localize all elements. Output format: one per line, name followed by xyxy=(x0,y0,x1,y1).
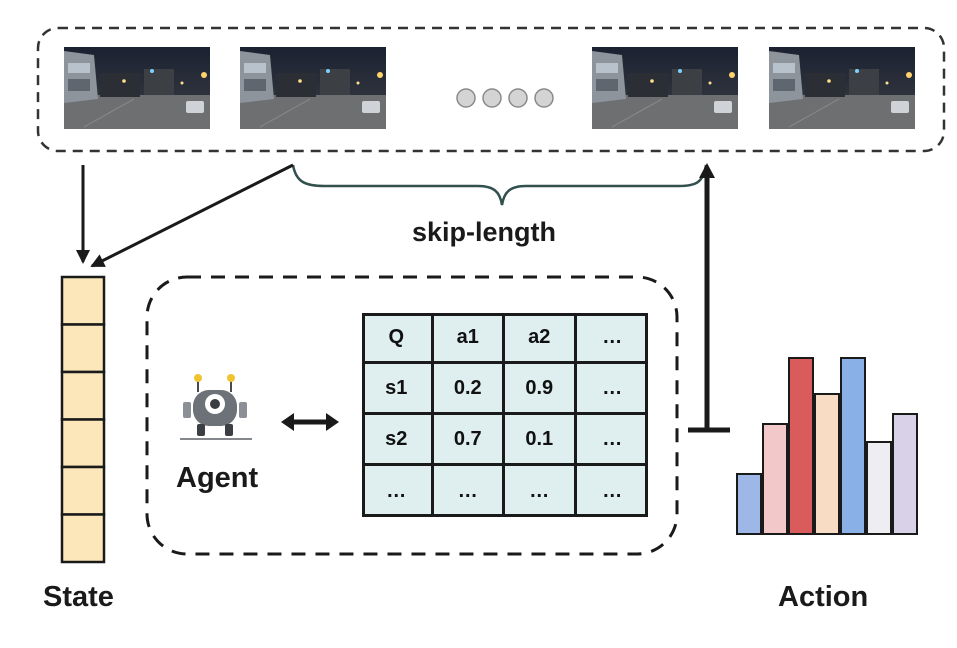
q-table-cell: 0.1 xyxy=(505,415,577,466)
frame-to-state-arrow-diagonal xyxy=(90,163,294,268)
robot-icon xyxy=(180,374,252,440)
video-frames xyxy=(64,47,915,129)
q-table-cell: s2 xyxy=(362,415,434,466)
action-bar xyxy=(762,423,788,535)
double-arrow-left-head xyxy=(281,413,294,431)
q-table-frame xyxy=(362,313,648,517)
double-arrow-right-head xyxy=(326,413,339,431)
action-bar xyxy=(736,473,762,535)
video-frame-3 xyxy=(592,47,738,129)
action-bar xyxy=(892,413,918,535)
state-bar xyxy=(60,275,106,564)
q-table-cell: … xyxy=(434,466,505,517)
q-table-cell: 0.7 xyxy=(433,415,505,466)
ellipsis-dots xyxy=(456,88,554,108)
state-cell xyxy=(60,418,106,469)
agent-label: Agent xyxy=(176,462,259,494)
action-bar-chart xyxy=(736,357,918,535)
q-table-header-cell: a2 xyxy=(505,313,577,364)
q-table-cell: 0.2 xyxy=(433,364,505,415)
ellipsis-dot xyxy=(534,88,554,108)
agent-box-border xyxy=(145,275,679,556)
skip-length-label: skip-length xyxy=(412,217,557,247)
ellipsis-dot xyxy=(482,88,502,108)
frame-strip-border xyxy=(36,26,946,153)
action-bar xyxy=(840,357,866,535)
skip-length-brace xyxy=(291,164,708,206)
q-table-cell: … xyxy=(576,364,648,415)
action-bar xyxy=(866,441,892,535)
state-label: State xyxy=(43,581,114,613)
ellipsis-dot xyxy=(456,88,476,108)
video-frame-2 xyxy=(240,47,386,129)
action-label: Action xyxy=(778,581,869,613)
skip-arrow-head xyxy=(699,163,715,178)
q-table-cell: … xyxy=(602,480,623,502)
ellipsis-dot xyxy=(508,88,528,108)
state-cell xyxy=(60,513,106,564)
action-bar xyxy=(814,393,840,535)
q-table-cell: … xyxy=(576,415,648,466)
q-table-header-cell: Q xyxy=(362,313,434,364)
q-table-header-cell: a1 xyxy=(433,313,505,364)
q-table-header-cell: … xyxy=(576,313,648,364)
video-frame-4 xyxy=(769,47,915,129)
video-frame-1 xyxy=(64,47,210,129)
state-cell xyxy=(60,275,106,326)
q-table-cell: 0.9 xyxy=(505,364,577,415)
action-bar xyxy=(788,357,814,535)
q-table-cell: s1 xyxy=(362,364,434,415)
q-table-cell: … xyxy=(505,466,577,517)
q-table-cell: … xyxy=(362,466,434,517)
state-cell xyxy=(60,323,106,374)
